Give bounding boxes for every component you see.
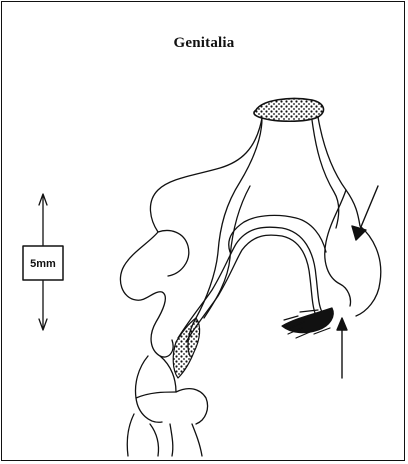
sclerotized-band (173, 318, 199, 378)
arrow-upper-right (358, 186, 378, 234)
scale-bar-label: 5mm (30, 258, 56, 270)
spiny-process (282, 308, 333, 338)
basal-structure (127, 356, 207, 456)
scale-bar: 5mm (23, 194, 63, 330)
arrow-lower-head (337, 318, 347, 330)
apical-cap (254, 98, 324, 121)
arrow-upper-right-head (352, 226, 366, 240)
